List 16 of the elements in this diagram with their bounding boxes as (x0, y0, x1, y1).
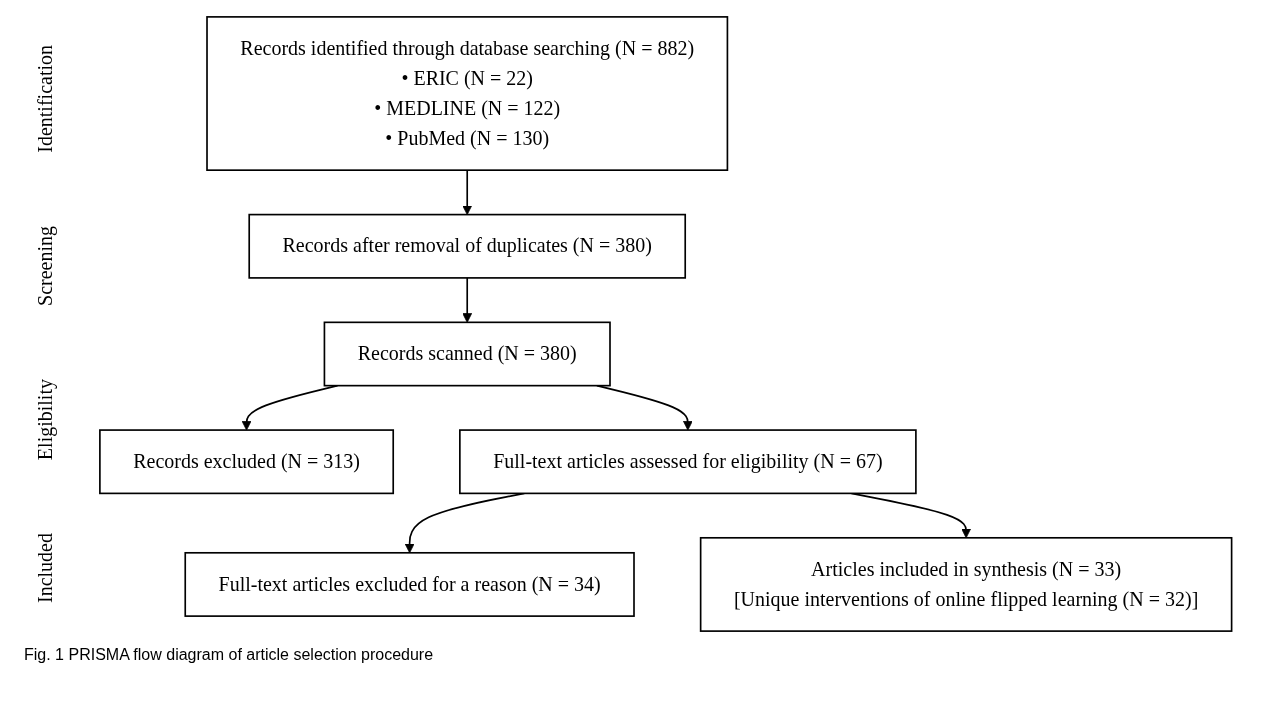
phase-label: Identification (33, 44, 57, 153)
node-box: Records after removal of duplicates (N = 380) (248, 213, 687, 279)
phase-label: Screening (33, 225, 57, 306)
figure-caption: Fig. 1 PRISMA flow diagram of article selection procedure (23, 645, 435, 665)
arrow (241, 384, 339, 431)
arrow (462, 277, 473, 323)
phase-label: Eligibility (33, 378, 57, 461)
node-box: Records scanned (N = 380) (323, 321, 612, 387)
phase-label: Included (33, 533, 57, 604)
node-box: Articles included in synthesis (N = 33) [Unique interventions of online flipped learning (N = 32)] (700, 536, 1233, 632)
node-box: Records identified through database searching (N = 882) • ERIC (N = 22) • MEDLINE (N = 122) • PubMed (N = 130) (206, 16, 729, 171)
arrow (596, 384, 693, 431)
node-box: Full-text articles assessed for eligibility (N = 67) (459, 429, 917, 495)
node-box: Full-text articles excluded for a reason (N = 34) (184, 551, 636, 617)
arrow (462, 169, 473, 216)
node-box: Records excluded (N = 313) (99, 429, 395, 495)
